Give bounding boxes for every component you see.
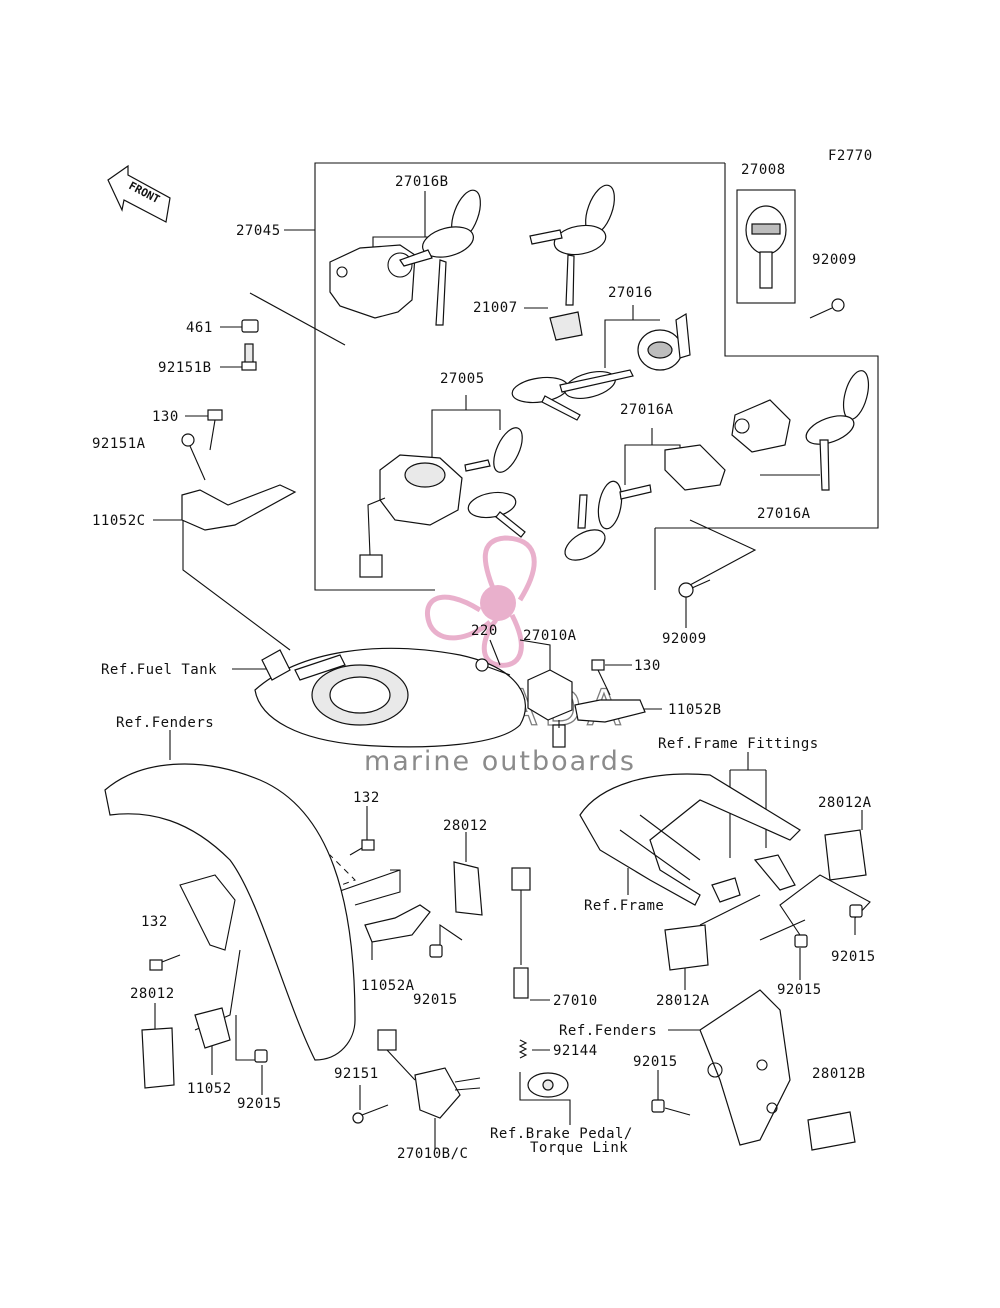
label-ref-brake-line1: Ref.Brake Pedal/ xyxy=(490,1126,633,1142)
bolt-132-top xyxy=(349,839,375,856)
sensor-27010 xyxy=(511,867,531,999)
reflector-28012a-top xyxy=(824,829,867,881)
nut-92015-right1 xyxy=(849,904,863,918)
label-92009-bottom: 92009 xyxy=(662,631,707,647)
lock-cylinder-21007 xyxy=(549,311,583,341)
label-ref-frame-fittings: Ref.Frame Fittings xyxy=(658,736,819,752)
key-27016a-right xyxy=(805,370,870,491)
label-ref-fenders-right: Ref.Fenders xyxy=(559,1023,657,1039)
label-28012a-top: 28012A xyxy=(818,795,872,811)
reflector-28012a-bottom xyxy=(664,924,709,971)
front-fender xyxy=(104,763,356,1061)
leader-lines xyxy=(153,162,879,1150)
nut-92015-right3 xyxy=(651,1099,665,1113)
reflector-28012-mid xyxy=(453,861,483,916)
bracket-11052c xyxy=(181,484,297,531)
label-130-left: 130 xyxy=(152,409,179,425)
brake-pedal-link xyxy=(527,1072,569,1098)
switch-27010a xyxy=(527,669,573,748)
label-461: 461 xyxy=(186,320,213,336)
part-labels: F2770 27016B 27008 27045 92009 27016 210… xyxy=(92,148,876,1162)
label-92009-top: 92009 xyxy=(812,252,857,268)
label-132-left: 132 xyxy=(141,914,168,930)
screw-92151 xyxy=(352,1104,389,1124)
nut-92015-right2 xyxy=(794,934,808,948)
label-92144: 92144 xyxy=(553,1043,598,1059)
label-27016a-right: 27016A xyxy=(757,506,811,522)
reflector-28012-left xyxy=(141,1027,175,1089)
label-ref-fenders-left: Ref.Fenders xyxy=(116,715,214,731)
lock-housing-27016b xyxy=(329,244,416,319)
figure-code: F2770 xyxy=(828,148,873,164)
watermark-tagline: marine outboards xyxy=(364,746,636,777)
label-130-right: 130 xyxy=(634,658,661,674)
bracket-11052 xyxy=(194,1007,231,1049)
spring-92144 xyxy=(518,1039,528,1059)
label-92015-right2: 92015 xyxy=(777,982,822,998)
rear-fender xyxy=(699,989,791,1146)
label-ref-brake-line2: Torque Link xyxy=(530,1140,628,1156)
label-11052b: 11052B xyxy=(668,702,722,718)
bolt-92151b xyxy=(241,343,257,371)
screw-92151a xyxy=(181,433,206,481)
screw-92009-top xyxy=(809,298,845,319)
label-11052: 11052 xyxy=(187,1081,232,1097)
bracket-11052b xyxy=(574,699,646,723)
label-92015-left: 92015 xyxy=(237,1096,282,1112)
label-27045: 27045 xyxy=(236,223,281,239)
label-92151b: 92151B xyxy=(158,360,212,376)
ignition-switch-27005 xyxy=(359,454,463,578)
label-27010a: 27010A xyxy=(523,628,577,644)
lock-housing-27016a-top xyxy=(664,444,726,491)
label-27010: 27010 xyxy=(553,993,598,1009)
bolt-132-left xyxy=(149,954,181,971)
label-27016a-top: 27016A xyxy=(620,402,674,418)
key-21007 xyxy=(529,184,615,306)
label-28012-mid: 28012 xyxy=(443,818,488,834)
label-11052c: 11052C xyxy=(92,513,146,529)
bolt-130-right xyxy=(591,659,611,696)
label-92151: 92151 xyxy=(334,1066,379,1082)
screw-92009-bottom xyxy=(678,579,711,598)
propeller-hub xyxy=(480,585,516,621)
label-92015-right1: 92015 xyxy=(831,949,876,965)
label-28012-left: 28012 xyxy=(130,986,175,1002)
label-11052a: 11052A xyxy=(361,978,415,994)
label-27016: 27016 xyxy=(608,285,653,301)
label-ref-fuel-tank: Ref.Fuel Tank xyxy=(101,662,217,678)
nut-92015-mid xyxy=(429,944,443,958)
switch-27010bc xyxy=(377,1029,481,1119)
label-92015-right3: 92015 xyxy=(633,1054,678,1070)
label-ref-frame: Ref.Frame xyxy=(584,898,664,914)
label-220: 220 xyxy=(471,623,498,639)
nut-461 xyxy=(241,319,259,333)
label-27010bc: 27010B/C xyxy=(397,1146,468,1162)
key-27016b xyxy=(399,189,481,326)
label-28012b: 28012B xyxy=(812,1066,866,1082)
screw-220 xyxy=(475,658,511,676)
fuel-tank xyxy=(254,647,526,748)
key-27008 xyxy=(745,205,787,289)
label-28012a-bottom: 28012A xyxy=(656,993,710,1009)
label-21007: 21007 xyxy=(473,300,518,316)
nut-92015-left xyxy=(254,1049,268,1063)
label-132-top: 132 xyxy=(353,790,380,806)
key-27005 xyxy=(464,427,526,538)
part-shapes xyxy=(104,184,870,1151)
label-27005: 27005 xyxy=(440,371,485,387)
label-27008: 27008 xyxy=(741,162,786,178)
label-92015-mid: 92015 xyxy=(413,992,458,1008)
frame xyxy=(579,773,801,906)
key-27016a-top xyxy=(564,480,652,561)
bolt-130-left xyxy=(207,409,223,451)
front-arrow: FRONT xyxy=(107,164,171,223)
reflector-28012b xyxy=(807,1111,856,1151)
label-27016b: 27016B xyxy=(395,174,449,190)
bracket-11052a xyxy=(364,904,431,943)
cap-27016 xyxy=(637,312,691,371)
label-92151a: 92151A xyxy=(92,436,146,452)
key-27016 xyxy=(511,369,634,421)
lock-housing-27016a-right xyxy=(731,399,791,453)
